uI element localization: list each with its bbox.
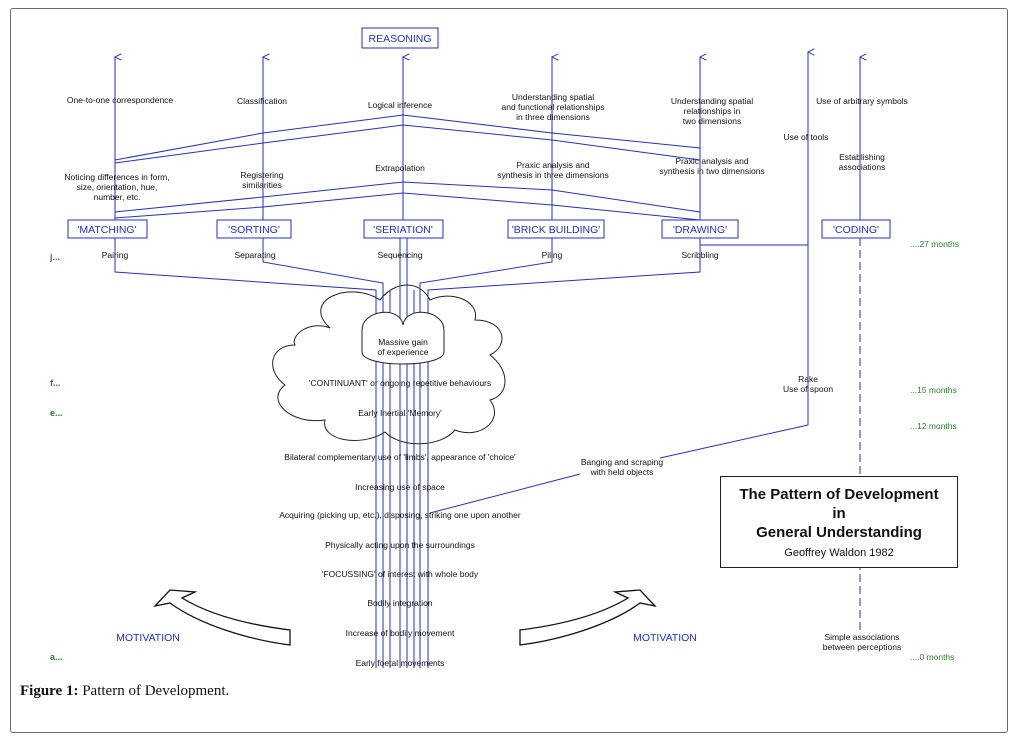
label-praxic3d-2: synthesis in three dimensions — [497, 170, 609, 180]
figure-frame — [10, 8, 1008, 733]
label-noticing-1: Noticing differences in form, — [64, 172, 169, 182]
motivation-left-label: MOTIVATION — [116, 632, 180, 644]
label-establishing-2: associations — [839, 162, 886, 172]
label-registering-1: Registering — [241, 170, 284, 180]
label-arbitrary-symbols: Use of arbitrary symbols — [816, 96, 908, 106]
label-noticing-2: size, orientation, hue, — [77, 182, 158, 192]
label-physically: Physically acting upon the surroundings — [325, 540, 475, 550]
label-spatial3d-2: and functional relationships — [501, 102, 604, 112]
label-spatial2d-2: relationships in — [684, 106, 741, 116]
coding-box: 'CODING' — [833, 224, 879, 236]
label-pairing: Pairing — [102, 250, 129, 260]
label-logical-inference: Logical inference — [368, 100, 433, 110]
label-piling: Piling — [542, 250, 563, 260]
label-rake: Rake — [798, 374, 818, 384]
massive-gain-shape — [361, 311, 445, 365]
age-12-months: ...12 months — [910, 421, 957, 431]
reasoning-label: REASONING — [368, 33, 431, 45]
label-noticing-3: number, etc. — [94, 192, 141, 202]
title-line-3: General Understanding — [756, 524, 922, 541]
label-scribbling: Scribbling — [681, 250, 719, 260]
label-classification: Classification — [237, 96, 287, 106]
stage-boxes — [67, 219, 891, 239]
label-massive-1: Massive gain — [378, 337, 428, 347]
experience-cloud — [272, 284, 506, 445]
label-separating: Separating — [234, 250, 275, 260]
label-acquiring: Acquiring (picking up, etc.), disposing,… — [279, 510, 521, 520]
seriation-box: 'SERIATION' — [373, 224, 433, 236]
label-focussing: 'FOCUSSING' of interest with whole body — [322, 569, 479, 579]
label-use-of-spoon: Use of spoon — [783, 384, 833, 394]
age-27-months: ....27 months — [910, 239, 959, 249]
label-spatial2d-1: Understanding spatial — [671, 96, 753, 106]
level-f: f... — [50, 378, 61, 388]
label-extrapolation: Extrapolation — [375, 163, 425, 173]
caption-text: Pattern of Development. — [78, 683, 230, 699]
label-banging-1: Banging and scraping — [581, 457, 664, 467]
label-spatial3d-3: in three dimensions — [516, 112, 590, 122]
figure-caption: Figure 1: Pattern of Development. — [20, 683, 229, 700]
label-sequencing: Sequencing — [378, 250, 423, 260]
label-banging-2: with held objects — [590, 467, 654, 477]
level-e: e... — [50, 408, 63, 418]
label-simple-assoc-1: Simple associations — [824, 632, 899, 642]
sorting-box: 'SORTING' — [228, 224, 280, 236]
label-use-of-tools: Use of tools — [784, 132, 829, 142]
brick-building-box: 'BRICK BUILDING' — [512, 224, 601, 236]
motivation-right-label: MOTIVATION — [633, 632, 697, 644]
age-0-months: ....0 months — [910, 652, 954, 662]
title-author: Geoffrey Waldon 1982 — [784, 547, 894, 559]
label-massive-2: of experience — [377, 347, 428, 357]
title-box: The Pattern of Development in General Un… — [720, 476, 958, 568]
motivation-arrow-right — [519, 589, 657, 646]
label-spatial2d-3: two dimensions — [683, 116, 742, 126]
label-establishing-1: Establishing — [839, 152, 885, 162]
label-bodily-movement: Increase of bodily movement — [346, 628, 455, 638]
label-one-to-one: One-to-one correspondence — [67, 95, 174, 105]
title-line-1: The Pattern of Development — [739, 486, 939, 503]
title-line-2: in — [832, 505, 846, 522]
caption-label: Figure 1: — [20, 683, 79, 699]
label-bodily-integration: Bodily integration — [367, 598, 432, 608]
level-a: a... — [50, 652, 63, 662]
upper-diagonals — [114, 114, 701, 221]
reasoning-box — [361, 27, 439, 49]
label-praxic3d-1: Praxic analysis and — [516, 160, 590, 170]
label-space: Increasing use of space — [355, 482, 445, 492]
label-spatial3d-1: Understanding spatial — [512, 92, 594, 102]
label-foetal: Early foetal movements — [356, 658, 445, 668]
matching-box: 'MATCHING' — [77, 224, 136, 236]
label-continuant: 'CONTINUANT' or ongoing repetitive behav… — [309, 378, 491, 388]
motivation-arrow-left — [153, 589, 291, 646]
level-j: j... — [49, 252, 60, 262]
label-bilateral: Bilateral complementary use of 'limbs', … — [284, 452, 516, 462]
drawing-box: 'DRAWING' — [673, 224, 727, 236]
label-simple-assoc-2: between perceptions — [823, 642, 901, 652]
label-praxic2d-2: synthesis in two dimensions — [659, 166, 764, 176]
upper-arrows — [113, 48, 867, 425]
age-15-months: ...15 months — [910, 385, 957, 395]
label-registering-2: similarities — [242, 180, 282, 190]
label-early-memory: Early Inertial 'Memory' — [358, 408, 442, 418]
label-praxic2d-1: Praxic analysis and — [675, 156, 749, 166]
